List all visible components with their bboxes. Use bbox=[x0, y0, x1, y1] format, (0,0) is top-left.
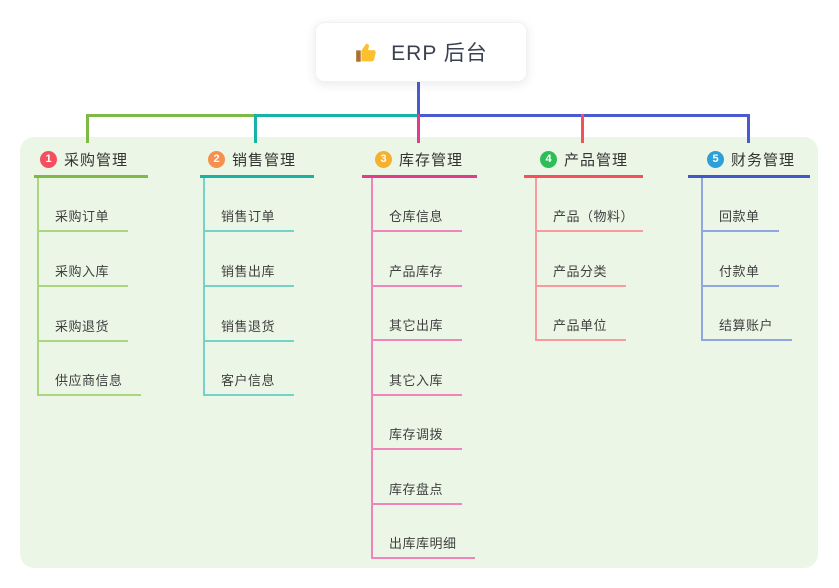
branch-underline bbox=[362, 175, 477, 178]
child-node[interactable]: 采购入库 bbox=[37, 257, 128, 287]
branch-title[interactable]: 销售管理 bbox=[232, 152, 297, 169]
child-node[interactable]: 产品分类 bbox=[535, 257, 626, 287]
child-node[interactable]: 其它出库 bbox=[371, 311, 462, 341]
connector-segment-teal bbox=[254, 114, 420, 117]
connector-drop-purchase bbox=[86, 114, 89, 143]
branch-title[interactable]: 产品管理 bbox=[564, 152, 629, 169]
branch-title[interactable]: 库存管理 bbox=[399, 152, 464, 169]
child-node[interactable]: 销售订单 bbox=[203, 202, 294, 232]
children-connector bbox=[535, 178, 537, 341]
children-connector bbox=[701, 178, 703, 341]
child-node[interactable]: 采购订单 bbox=[37, 202, 128, 232]
connector-drop-sales bbox=[254, 114, 257, 143]
child-node[interactable]: 产品（物料） bbox=[535, 202, 643, 232]
branch-number-badge: 3 bbox=[375, 151, 392, 168]
child-node[interactable]: 出库库明细 bbox=[371, 529, 475, 559]
branch-underline bbox=[200, 175, 314, 178]
child-node[interactable]: 付款单 bbox=[701, 257, 779, 287]
child-node[interactable]: 库存调拨 bbox=[371, 420, 462, 450]
thumbs-up-icon bbox=[356, 43, 376, 62]
root-trunk-connector bbox=[417, 82, 420, 116]
root-label: ERP 后台 bbox=[391, 42, 488, 65]
connector-drop-inventory bbox=[417, 114, 420, 143]
child-node[interactable]: 仓库信息 bbox=[371, 202, 462, 232]
background-panel bbox=[20, 137, 818, 568]
branch-underline bbox=[688, 175, 810, 178]
child-node[interactable]: 采购退货 bbox=[37, 312, 128, 342]
branch-number-badge: 2 bbox=[208, 151, 225, 168]
branch-number-badge: 4 bbox=[540, 151, 557, 168]
child-node[interactable]: 其它入库 bbox=[371, 366, 462, 396]
child-node[interactable]: 产品单位 bbox=[535, 311, 626, 341]
branch-title[interactable]: 财务管理 bbox=[731, 152, 796, 169]
branch-number-badge: 1 bbox=[40, 151, 57, 168]
branch-underline bbox=[34, 175, 148, 178]
branch-underline bbox=[524, 175, 643, 178]
connector-segment-green bbox=[86, 114, 256, 117]
child-node[interactable]: 结算账户 bbox=[701, 311, 792, 341]
connector-drop-finance bbox=[747, 114, 750, 143]
branch-title[interactable]: 采购管理 bbox=[64, 152, 129, 169]
child-node[interactable]: 供应商信息 bbox=[37, 366, 141, 396]
child-node[interactable]: 产品库存 bbox=[371, 257, 462, 287]
child-node[interactable]: 销售退货 bbox=[203, 312, 294, 342]
child-node[interactable]: 回款单 bbox=[701, 202, 779, 232]
connector-drop-product bbox=[581, 114, 584, 143]
branch-number-badge: 5 bbox=[707, 151, 724, 168]
children-connector bbox=[371, 178, 373, 559]
child-node[interactable]: 库存盘点 bbox=[371, 475, 462, 505]
child-node[interactable]: 销售出库 bbox=[203, 257, 294, 287]
child-node[interactable]: 客户信息 bbox=[203, 366, 294, 396]
root-node[interactable]: ERP 后台 bbox=[315, 22, 527, 82]
